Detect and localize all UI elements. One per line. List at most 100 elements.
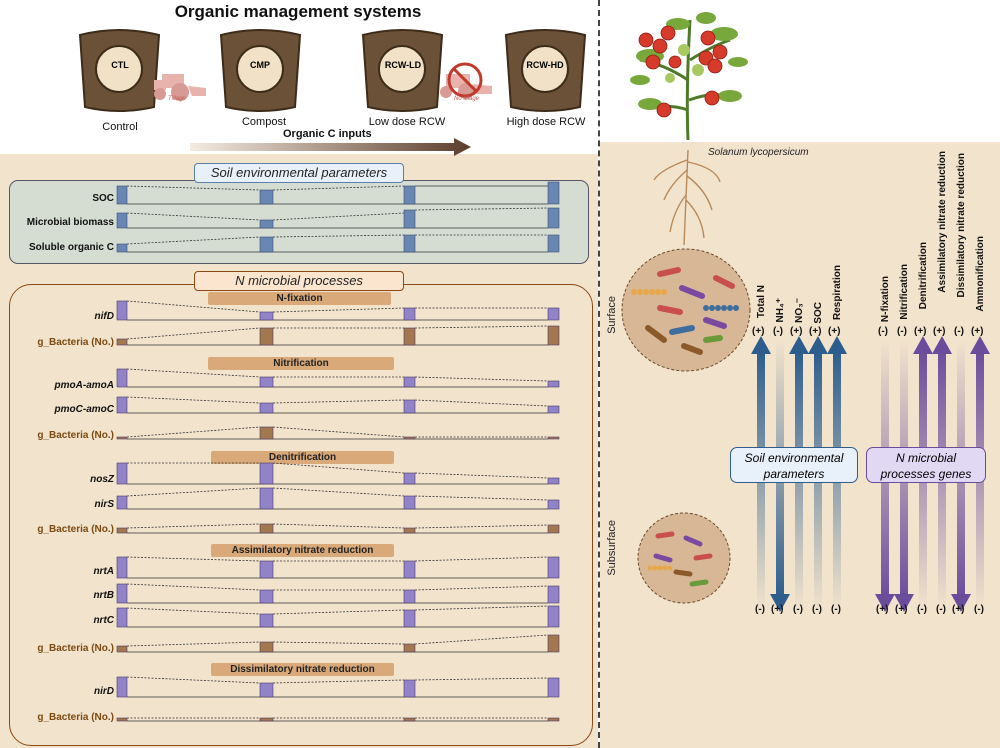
gene-bar <box>403 679 416 698</box>
bacteria-bar <box>403 327 416 346</box>
bacteria-bar <box>116 436 128 440</box>
gene-bar <box>259 402 274 414</box>
bacteria-bar <box>547 325 560 346</box>
gene-label: N-fixation <box>880 276 891 323</box>
connector-line <box>126 487 261 497</box>
gene-sign-bottom: (+) <box>895 604 908 615</box>
bag-code-rcw-hd: RCW-HD <box>526 60 564 70</box>
connector-line <box>272 399 405 404</box>
connector-line <box>126 641 261 647</box>
gene-bar <box>547 380 560 388</box>
bacteria-bar <box>259 523 274 534</box>
bag-icon <box>361 29 444 112</box>
gene-bar <box>547 677 560 698</box>
gene-row-label: nirD <box>94 686 114 697</box>
gene-sign-bottom: (+) <box>876 604 889 615</box>
gene-bar <box>547 477 560 485</box>
gene-bar <box>403 307 416 321</box>
gene-label: Nitrification <box>899 264 910 320</box>
env-sign-bottom: (-) <box>793 604 803 615</box>
gene-bar <box>116 556 128 579</box>
env-sign-bottom: (-) <box>812 604 822 615</box>
tomato-plant-illustration <box>630 12 748 246</box>
gene-bar <box>116 676 128 698</box>
gene-sign-top: (-) <box>897 326 907 337</box>
gene-bar <box>116 462 128 485</box>
panel-divider <box>598 0 600 748</box>
gene-sign-top: (+) <box>914 326 927 337</box>
bag-icon <box>78 29 161 112</box>
gene-row-label: nosZ <box>90 474 114 485</box>
bacteria-bar <box>547 436 560 440</box>
gene-bar <box>259 560 274 579</box>
soil-env-bars <box>116 181 560 253</box>
connector-line <box>414 524 549 529</box>
connector-line <box>272 641 405 645</box>
gene-bar <box>116 368 128 388</box>
bacteria-row-label: g_Bacteria (No.) <box>37 430 114 441</box>
gene-label: Ammonification <box>975 236 986 312</box>
n-processes-title: N microbial processes <box>194 271 404 291</box>
tillage-label: Tillage <box>168 96 186 102</box>
bag-code-cmp: CMP <box>250 60 270 70</box>
header-title: Organic management systems <box>174 2 422 21</box>
bag-icon <box>504 29 587 112</box>
bacteria-bar <box>116 717 128 722</box>
bag-name-rcw-hd: High dose RCW <box>506 116 586 128</box>
gene-row-label: pmoC-amoC <box>54 404 114 415</box>
gene-bar <box>403 495 416 510</box>
genes-legend-box: N microbial processes genes <box>866 447 986 483</box>
gene-bar <box>547 605 560 628</box>
gene-row-label: nifD <box>94 311 114 322</box>
connector-line <box>126 523 261 529</box>
gene-bar <box>116 583 128 604</box>
env-sign-top: (+) <box>828 326 841 337</box>
gene-bar <box>403 609 416 628</box>
gene-sign-top: (+) <box>933 326 946 337</box>
bacteria-row-label: g_Bacteria (No.) <box>37 524 114 535</box>
connector-line <box>272 462 405 474</box>
gene-bar <box>259 682 274 698</box>
subsurface-label: Subsurface <box>606 520 618 576</box>
env-param-label: NH₄⁺ <box>775 298 786 323</box>
gene-row-label: nrtB <box>93 590 114 601</box>
gene-bar <box>403 376 416 388</box>
gene-bar <box>259 589 274 604</box>
env-param-label: SOC <box>813 302 824 324</box>
bag-code-ctl: CTL <box>111 60 129 70</box>
gene-row-label: nirS <box>94 499 114 510</box>
bacteria-bar <box>403 436 416 440</box>
connector-line <box>272 523 405 529</box>
bag-code-rcw-ld: RCW-LD <box>384 60 422 70</box>
gene-bar <box>403 399 416 414</box>
connector-line <box>414 399 549 407</box>
gene-label: Dissimilatory nitrate reduction <box>956 153 967 298</box>
gene-bar <box>403 560 416 579</box>
connector-line <box>272 609 405 615</box>
connector-line <box>272 679 405 684</box>
gene-bar <box>259 462 274 485</box>
connector-line <box>414 376 549 382</box>
soil-env-title: Soil environmental parameters <box>194 163 404 183</box>
connector-line <box>126 676 261 684</box>
bag-name-cmp: Compost <box>241 116 287 128</box>
connector-line <box>414 472 549 479</box>
gene-bar <box>259 487 274 510</box>
gene-sign-bottom: (-) <box>936 604 946 615</box>
bag-rcw-ld <box>355 25 450 113</box>
gene-sign-top: (+) <box>971 326 984 337</box>
bag-cmp <box>213 25 308 113</box>
gene-bar <box>547 307 560 321</box>
subsurface-soil-microbes <box>637 512 731 604</box>
bag-rcw-hd <box>498 25 593 113</box>
bacteria-bar <box>259 327 274 346</box>
bacteria-bar <box>116 338 128 346</box>
bacteria-row-label: g_Bacteria (No.) <box>37 712 114 723</box>
gene-row-label: nrtA <box>93 566 114 577</box>
env-sign-bottom: (-) <box>831 604 841 615</box>
gene-bar <box>547 405 560 414</box>
process-header: Denitrification <box>211 451 394 464</box>
gene-sign-top: (-) <box>878 326 888 337</box>
env-sign-top: (+) <box>809 326 822 337</box>
gene-bar <box>403 472 416 485</box>
